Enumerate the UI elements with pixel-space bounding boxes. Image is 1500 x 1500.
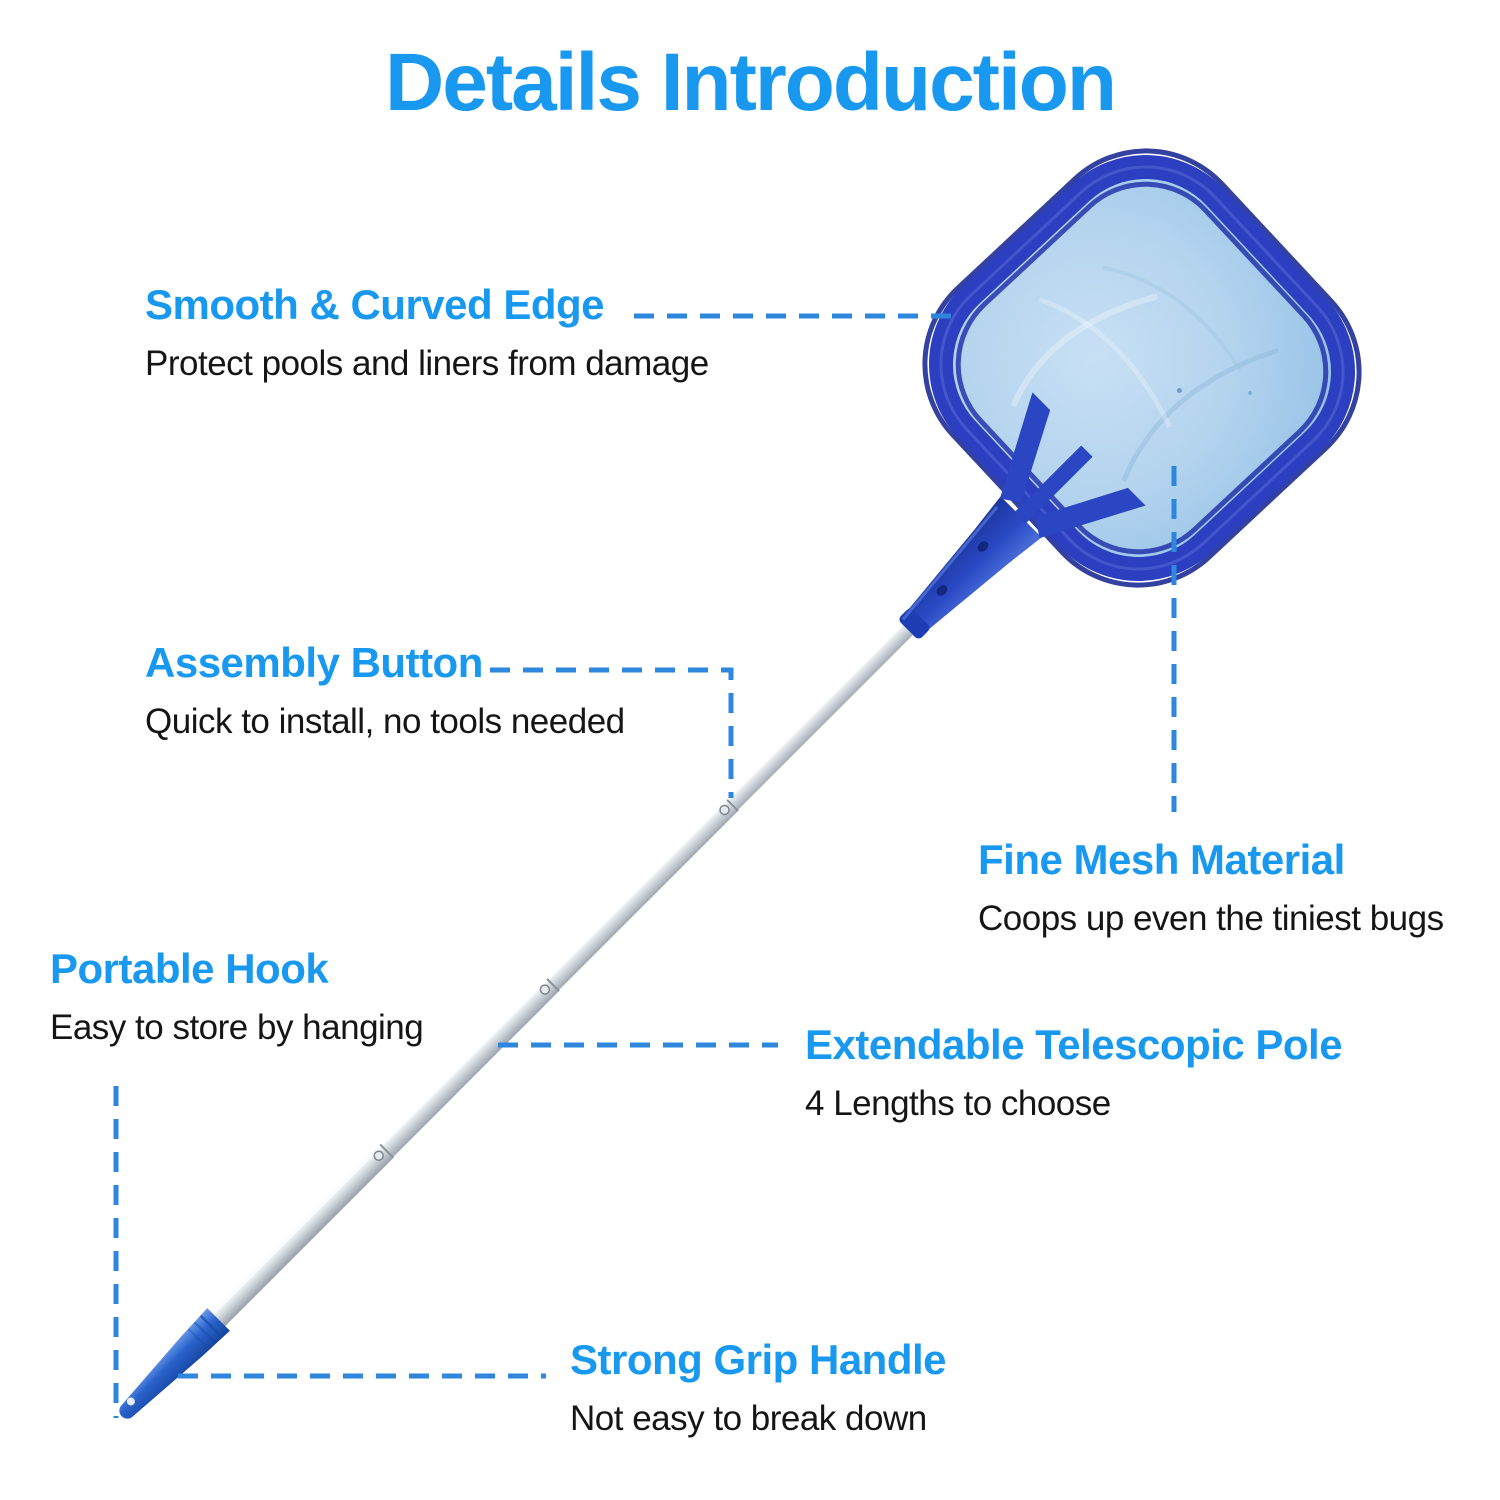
callout-title: Fine Mesh Material xyxy=(978,836,1345,883)
socket-brace xyxy=(1035,487,1146,539)
callout-title: Extendable Telescopic Pole xyxy=(805,1021,1343,1068)
assembly-button-hole xyxy=(977,541,989,552)
pole-section-seam xyxy=(726,799,739,812)
callout-desc: 4 Lengths to choose xyxy=(805,1083,1111,1123)
pole-section-seam xyxy=(546,978,560,992)
fine-mesh xyxy=(1010,265,1280,482)
callout-portable-hook: Portable Hook Easy to store by hanging xyxy=(50,942,424,1050)
callout-desc: Easy to store by hanging xyxy=(50,1007,424,1047)
callout-desc: Not easy to break down xyxy=(570,1398,927,1438)
callout-assembly-button: Assembly Button Quick to install, no too… xyxy=(145,636,625,744)
callout-title: Portable Hook xyxy=(50,945,329,992)
callout-strong-grip-handle: Strong Grip Handle Not easy to break dow… xyxy=(570,1333,947,1441)
socket-highlight xyxy=(901,506,999,621)
callout-title: Strong Grip Handle xyxy=(570,1336,947,1383)
telescopic-pole xyxy=(119,625,913,1419)
hanging-hook-hole xyxy=(126,1397,135,1406)
page-title: Details Introduction xyxy=(385,37,1117,128)
pole-section-seam xyxy=(379,1143,395,1159)
assembly-button-hole xyxy=(719,804,730,816)
pole-highlight xyxy=(210,625,903,1318)
grip-handle xyxy=(119,1308,230,1419)
callout-title: Smooth & Curved Edge xyxy=(145,281,605,328)
socket-brace xyxy=(999,392,1051,503)
assembly-button-hole xyxy=(936,585,948,596)
socket-center-rib xyxy=(1014,445,1093,524)
assembly-socket xyxy=(899,392,1146,639)
callout-extendable-telescopic-pole: Extendable Telescopic Pole 4 Lengths to … xyxy=(805,1018,1343,1126)
callout-desc: Quick to install, no tools needed xyxy=(145,701,625,741)
leader-line-assembly-button xyxy=(490,667,734,798)
callout-fine-mesh-material: Fine Mesh Material Coops up even the tin… xyxy=(978,833,1444,941)
callout-smooth-curved-edge: Smooth & Curved Edge Protect pools and l… xyxy=(145,278,709,386)
assembly-button-hole xyxy=(373,1150,384,1161)
callout-desc: Coops up even the tiniest bugs xyxy=(978,898,1444,938)
assembly-button-hole xyxy=(539,984,551,995)
callout-title: Assembly Button xyxy=(145,639,483,686)
callout-desc: Protect pools and liners from damage xyxy=(145,343,709,383)
